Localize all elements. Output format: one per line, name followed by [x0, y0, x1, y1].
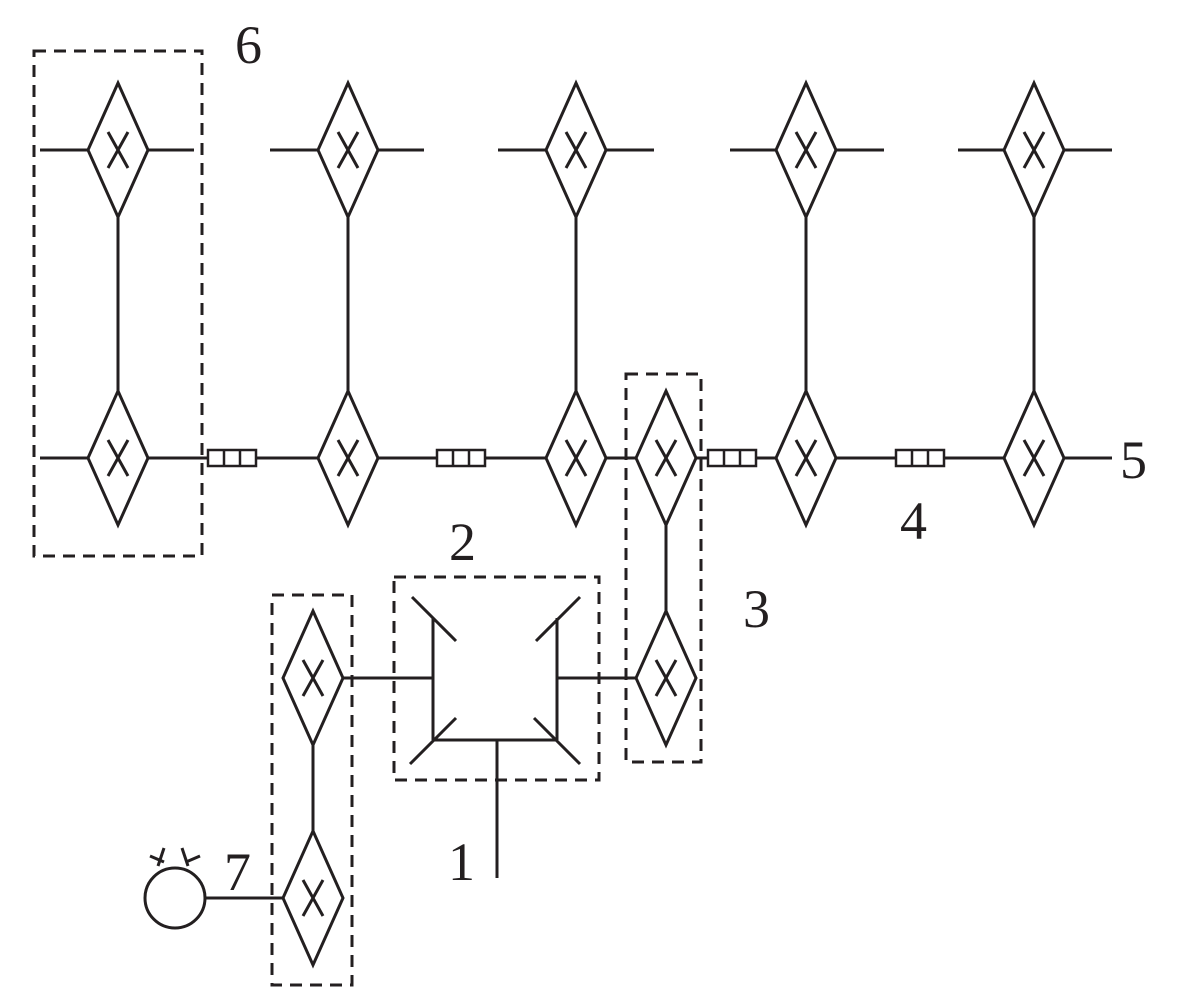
bevel-gear-top-right	[534, 595, 582, 643]
gear-motor-module-top-icon	[281, 609, 345, 747]
coupling-2-icon	[435, 448, 487, 468]
motor-terminal-right	[180, 847, 190, 867]
gear-main-4-icon	[774, 389, 838, 527]
gear-top-4-icon	[774, 81, 838, 219]
gearbox-module-box	[624, 372, 703, 764]
differential-box	[392, 575, 601, 782]
bevel-gear-bottom-right	[532, 716, 582, 766]
motor-icon	[143, 866, 207, 930]
gear-main-5-icon	[1002, 389, 1066, 527]
motor-module-box	[270, 593, 354, 987]
coupling-3-icon	[706, 448, 758, 468]
gear-motor-module-bottom-icon	[281, 829, 345, 967]
bevel-gear-top-left	[410, 595, 458, 643]
coupling-4-icon	[894, 448, 946, 468]
label-motor: 7	[224, 842, 251, 902]
gear-module-top-icon	[634, 389, 698, 527]
label-gearbox-module: 3	[743, 579, 770, 639]
gear-module-bottom-icon	[634, 609, 698, 747]
label-input-shaft: 1	[448, 832, 475, 892]
coupling-1-icon	[206, 448, 258, 468]
label-differential-box: 2	[449, 512, 476, 572]
gear-main-2-icon	[316, 389, 380, 527]
motor-terminal-left-tick	[149, 854, 165, 864]
gear-top-3-icon	[544, 81, 608, 219]
gear-main-1-icon	[86, 389, 150, 527]
label-output-shaft: 5	[1120, 430, 1147, 490]
label-unit-module: 6	[235, 15, 262, 75]
unit-module-box	[32, 49, 204, 558]
bevel-gear-bottom-left	[408, 716, 458, 766]
motor-terminal-right-tick	[185, 854, 201, 864]
gear-top-5-icon	[1002, 81, 1066, 219]
gear-top-1-icon	[86, 81, 150, 219]
gear-main-3-icon	[544, 389, 608, 527]
label-coupling: 4	[900, 491, 927, 551]
gear-top-2-icon	[316, 81, 380, 219]
motor-terminal-left	[156, 847, 166, 867]
